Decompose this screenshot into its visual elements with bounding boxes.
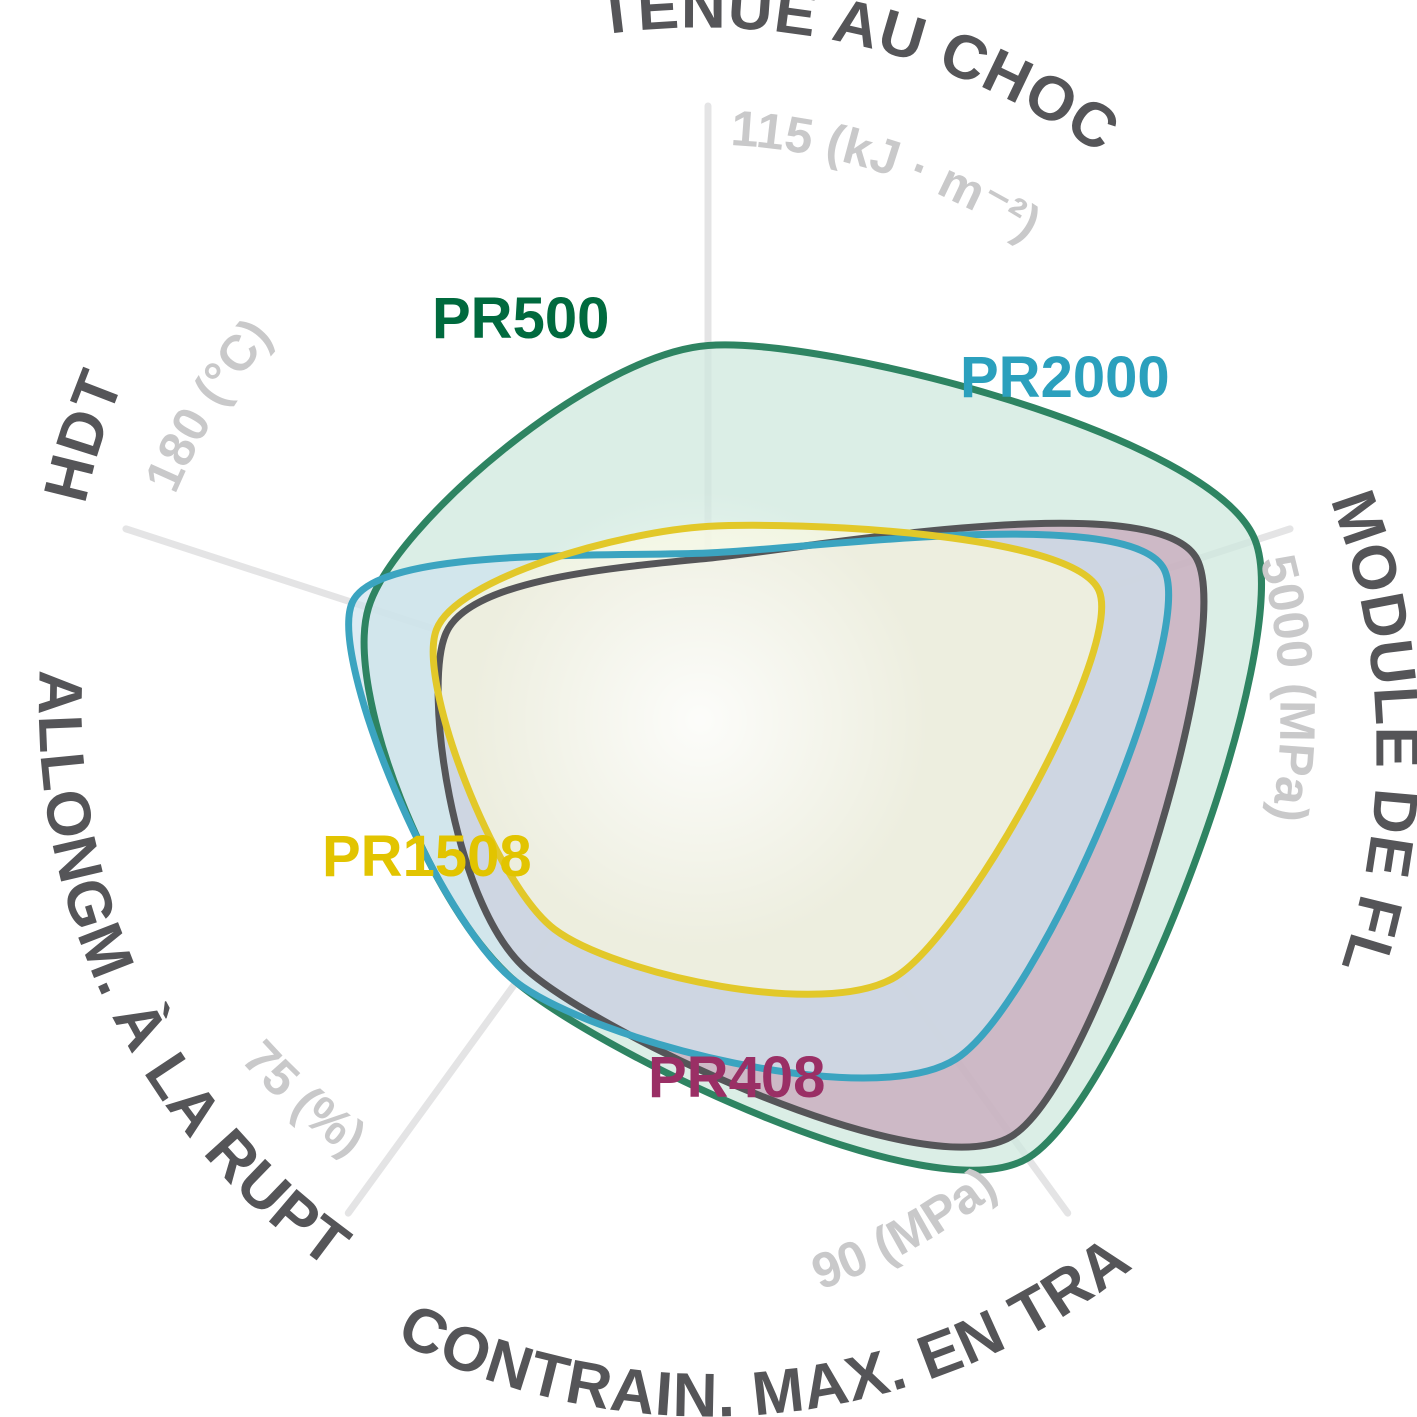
series-label-pr1508: PR1508: [322, 824, 532, 889]
axis-max-flex-modulus: 5000 (MPa): [1249, 549, 1325, 826]
radar-series-outlines: [345, 341, 1265, 1174]
series-outline-pr500: [360, 341, 1265, 1174]
axis-max-tensile-stress: 90 (MPa): [804, 1156, 1006, 1301]
center-glow: [470, 490, 930, 950]
series-outline-pr2000: [345, 530, 1173, 1082]
axis-title-hdt: HDT: [31, 361, 136, 509]
series-outline-pr408: [434, 519, 1208, 1151]
axis-max-impact: 115 (kJ · m⁻²): [729, 100, 1050, 252]
series-label-pr2000: PR2000: [960, 345, 1170, 410]
series-label-pr408: PR408: [648, 1045, 825, 1110]
axis-max-hdt: 180 (°C): [134, 308, 282, 499]
series-label-pr500: PR500: [432, 286, 609, 351]
series-outline-pr1508: [429, 521, 1105, 998]
